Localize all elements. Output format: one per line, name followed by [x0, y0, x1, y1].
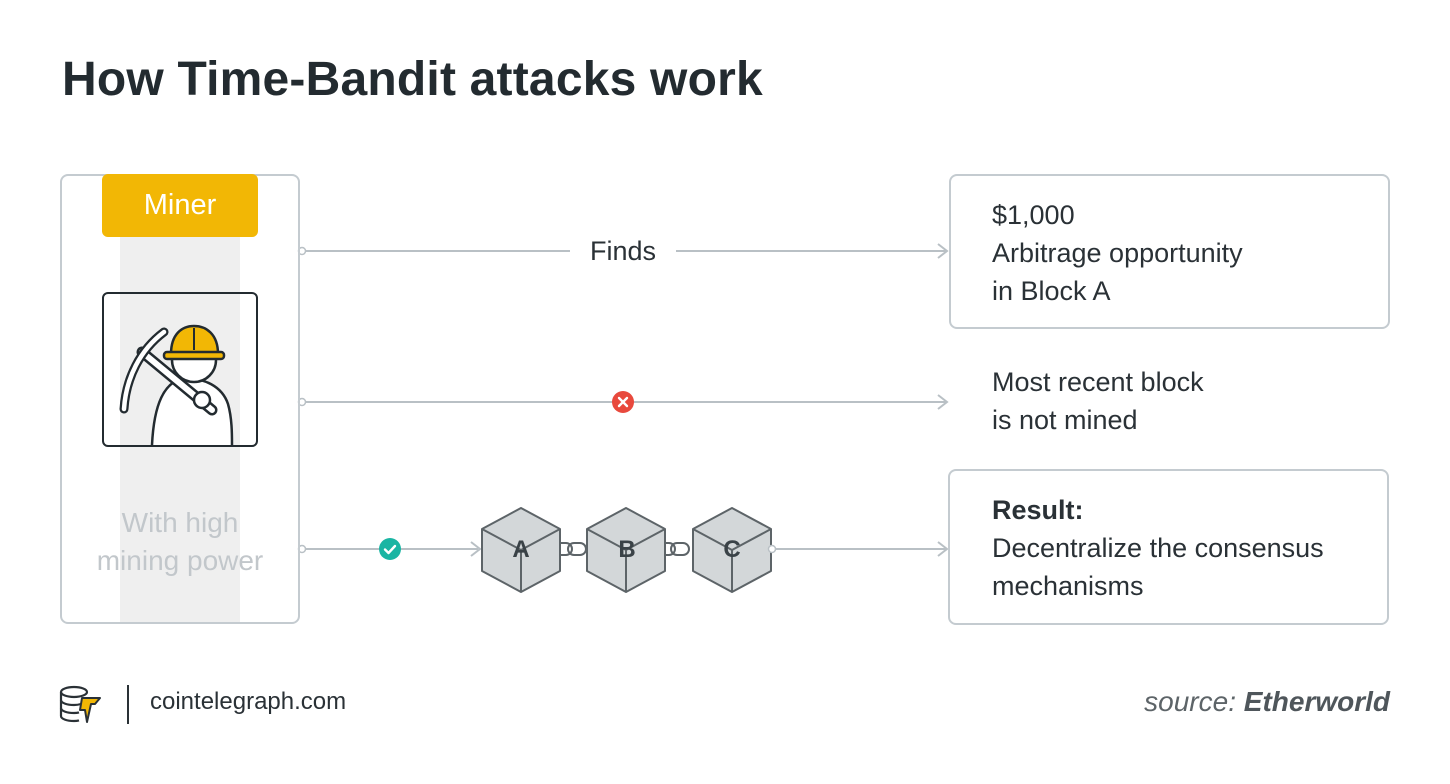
row1-arrowhead: [937, 243, 949, 259]
result-line2: mechanisms: [992, 571, 1144, 601]
footer-site-link[interactable]: cointelegraph.com: [150, 688, 347, 715]
chain-link-ab-2: [567, 542, 587, 556]
check-circle-icon: [379, 538, 401, 560]
arbitrage-line2: Arbitrage opportunity: [992, 238, 1243, 268]
block-a-label: A: [512, 536, 529, 563]
miner-icon-frame: [102, 292, 258, 447]
row2-arrowhead: [937, 394, 949, 410]
blockchain-group: A B C: [481, 507, 777, 593]
result-heading: Result:: [992, 495, 1084, 525]
arbitrage-line3: in Block A: [992, 276, 1111, 306]
miner-badge: Miner: [102, 174, 258, 237]
block-b-label: B: [618, 536, 635, 563]
chain-link-bc-2: [670, 542, 690, 556]
result-box: [948, 469, 1389, 625]
source-prefix: source:: [1144, 686, 1236, 717]
miner-caption-line2: mining power: [96, 545, 264, 576]
block-c: [692, 507, 772, 593]
miner-caption: With high mining power: [62, 504, 298, 580]
arbitrage-box: [949, 174, 1390, 329]
arbitrage-text: $1,000 Arbitrage opportunity in Block A: [992, 196, 1243, 310]
miner-with-pickaxe-icon: [119, 294, 240, 445]
arbitrage-amount: $1,000: [992, 200, 1075, 230]
footer-divider: [127, 685, 129, 724]
finds-edge-label: Finds: [570, 232, 676, 270]
block-b: [586, 507, 666, 593]
x-circle-icon: [612, 391, 634, 413]
source-credit: source: Etherworld: [1144, 686, 1390, 718]
not-mined-line2: is not mined: [992, 405, 1138, 435]
block-c-label: C: [723, 536, 740, 563]
result-line1: Decentralize the consensus: [992, 533, 1324, 563]
miner-caption-line1: With high: [121, 507, 239, 538]
row3-arrowhead-in: [470, 541, 482, 557]
block-c-out-dot: [767, 544, 777, 554]
block-a: [481, 507, 561, 593]
source-name: Etherworld: [1243, 686, 1390, 717]
not-mined-line1: Most recent block: [992, 367, 1204, 397]
result-text: Result: Decentralize the consensus mecha…: [992, 491, 1324, 605]
cointelegraph-logo-icon: [59, 685, 101, 723]
page-title: How Time-Bandit attacks work: [62, 53, 763, 106]
row3-arrowhead-out: [937, 541, 949, 557]
not-mined-text: Most recent block is not mined: [992, 363, 1204, 439]
